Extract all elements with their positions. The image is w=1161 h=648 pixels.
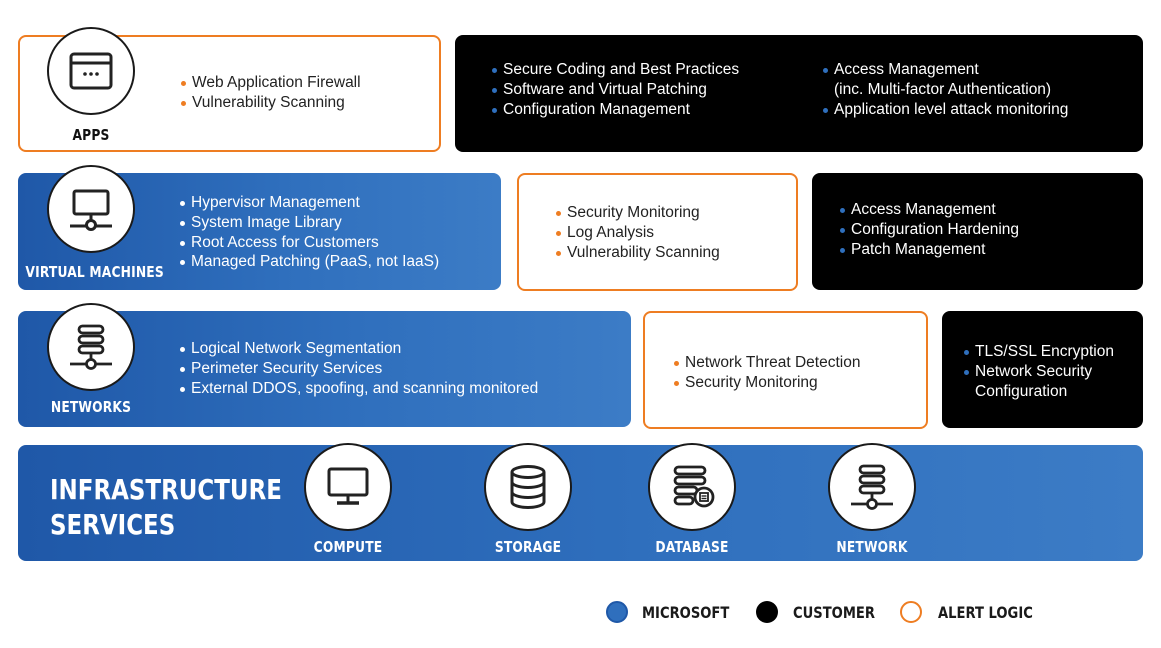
infrastructure-title-line1: INFRASTRUCTURE [50,473,282,506]
vms-label: VIRTUAL MACHINES [25,263,164,281]
legend-alertlogic-label: ALERT LOGIC [938,603,1033,622]
browser-window-icon [69,52,113,90]
list-item: Software and Virtual Patching [491,80,739,100]
vms-alertlogic-list: Security Monitoring Log Analysis Vulnera… [555,203,720,262]
infrastructure-title-line2: SERVICES [50,508,176,541]
list-item: Security Monitoring [555,203,720,223]
legend-customer-dot [756,601,778,623]
list-item: Access Management [822,60,1068,80]
legend-microsoft-dot [606,601,628,623]
list-item: Vulnerability Scanning [555,243,720,263]
list-item: TLS/SSL Encryption [963,342,1114,362]
database-icon-circle [648,443,736,531]
network-label: NETWORK [836,538,908,556]
monitor-network-icon [70,189,112,231]
database-cylinder-icon [510,465,546,509]
list-item: Configuration Hardening [839,220,1019,240]
legend-alertlogic-dot [900,601,922,623]
desktop-monitor-icon [327,467,369,505]
list-item: Secure Coding and Best Practices [491,60,739,80]
vms-alertlogic-box [517,173,798,291]
vms-customer-box [812,173,1143,290]
list-item: Log Analysis [555,223,720,243]
list-item: Vulnerability Scanning [180,93,361,113]
storage-icon-circle [484,443,572,531]
vms-icon-circle [47,165,135,253]
list-item: Hypervisor Management [179,193,439,213]
list-item: External DDOS, spoofing, and scanning mo… [179,379,538,399]
database-records-icon [673,465,715,508]
apps-label: APPS [72,126,110,144]
network-icon-circle [828,443,916,531]
networks-customer-list: TLS/SSL Encryption Network Security Conf… [963,342,1114,401]
compute-label: COMPUTE [313,538,383,556]
legend-microsoft-label: MICROSOFT [642,603,730,622]
list-item: Application level attack monitoring [822,100,1068,120]
infrastructure-box [18,445,1143,561]
networks-alertlogic-list: Network Threat Detection Security Monito… [673,353,860,393]
compute-icon-circle [304,443,392,531]
list-item: System Image Library [179,213,439,233]
list-item-continuation: Configuration [975,382,1068,400]
networks-customer-box [942,311,1143,428]
list-item-continuation: (inc. Multi-factor Authentication) [834,80,1052,98]
list-item: Security Monitoring [673,373,860,393]
apps-customer-list-2: Access Management (inc. Multi-factor Aut… [822,60,1068,119]
networks-icon-circle [47,303,135,391]
list-item: Network Security [963,362,1114,382]
list-item: Logical Network Segmentation [179,339,538,359]
legend-customer-label: CUSTOMER [793,603,875,622]
server-stack-icon [70,324,112,370]
list-item: Network Threat Detection [673,353,860,373]
list-item: Web Application Firewall [180,73,361,93]
vms-customer-list: Access Management Configuration Hardenin… [839,200,1019,259]
apps-alertlogic-list: Web Application Firewall Vulnerability S… [180,73,361,113]
list-item: Root Access for Customers [179,233,439,253]
apps-customer-list-1: Secure Coding and Best Practices Softwar… [491,60,739,119]
networks-alertlogic-box [643,311,928,429]
apps-icon-circle [47,27,135,115]
apps-customer-box [455,35,1143,152]
networks-label: NETWORKS [50,398,132,416]
list-item: Managed Patching (PaaS, not IaaS) [179,252,439,272]
list-item: Configuration Management [491,100,739,120]
infrastructure-title: INFRASTRUCTURE SERVICES [50,472,282,542]
list-item: Patch Management [839,240,1019,260]
list-item: Perimeter Security Services [179,359,538,379]
database-label: DATABASE [655,538,729,556]
list-item: Access Management [839,200,1019,220]
network-server-icon [851,464,893,510]
storage-label: STORAGE [494,538,562,556]
vms-microsoft-list: Hypervisor Management System Image Libra… [179,193,439,272]
networks-microsoft-list: Logical Network Segmentation Perimeter S… [179,339,538,398]
